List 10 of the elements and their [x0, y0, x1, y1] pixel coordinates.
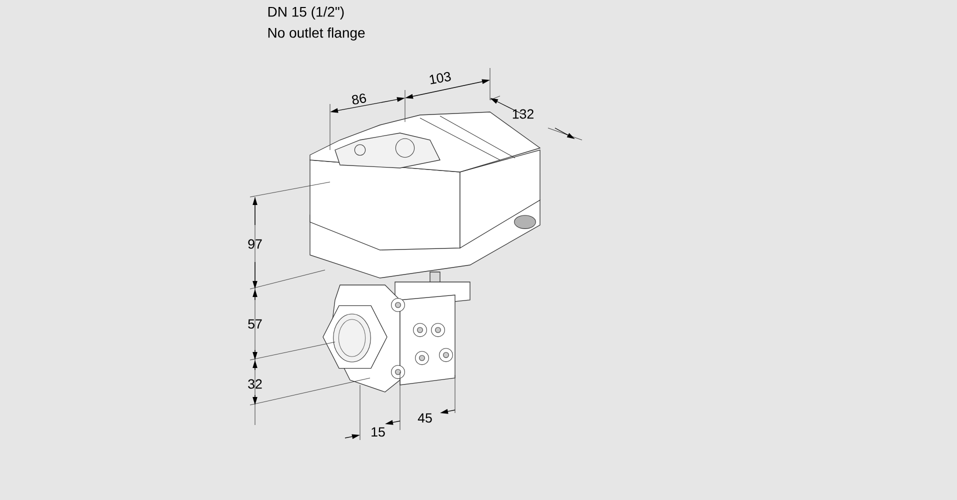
heading-text: DN 15 (1/2") — [268, 6, 344, 20]
dimension-label: 103 — [430, 72, 451, 84]
dimension-label: 97 — [248, 239, 262, 249]
dimension-label: 45 — [418, 413, 432, 423]
dimension-label: 15 — [372, 427, 385, 437]
dimension-label: 32 — [248, 379, 262, 389]
dimension-label: 132 — [512, 109, 534, 119]
dimension-label: 86 — [352, 94, 366, 104]
note-text: No outlet flange — [268, 27, 365, 41]
dimension-label: 57 — [248, 319, 262, 329]
